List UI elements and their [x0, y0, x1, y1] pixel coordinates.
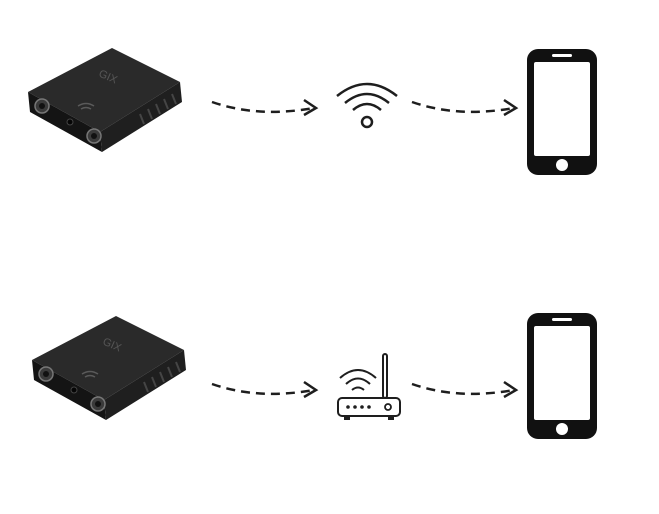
row-direct-wifi: GIX: [0, 20, 659, 220]
mini-camera-icon: GIX: [24, 308, 194, 428]
dashed-arrow-icon: [408, 92, 524, 122]
smartphone-icon: [524, 46, 600, 178]
smartphone-icon: [524, 310, 600, 442]
router-icon: [334, 350, 404, 430]
dashed-arrow-icon: [208, 374, 324, 404]
wifi-icon: [334, 78, 400, 130]
mini-camera-icon: GIX: [20, 40, 190, 160]
row-via-router: GIX: [0, 290, 659, 490]
dashed-arrow-icon: [408, 374, 524, 404]
dashed-arrow-icon: [208, 92, 324, 122]
